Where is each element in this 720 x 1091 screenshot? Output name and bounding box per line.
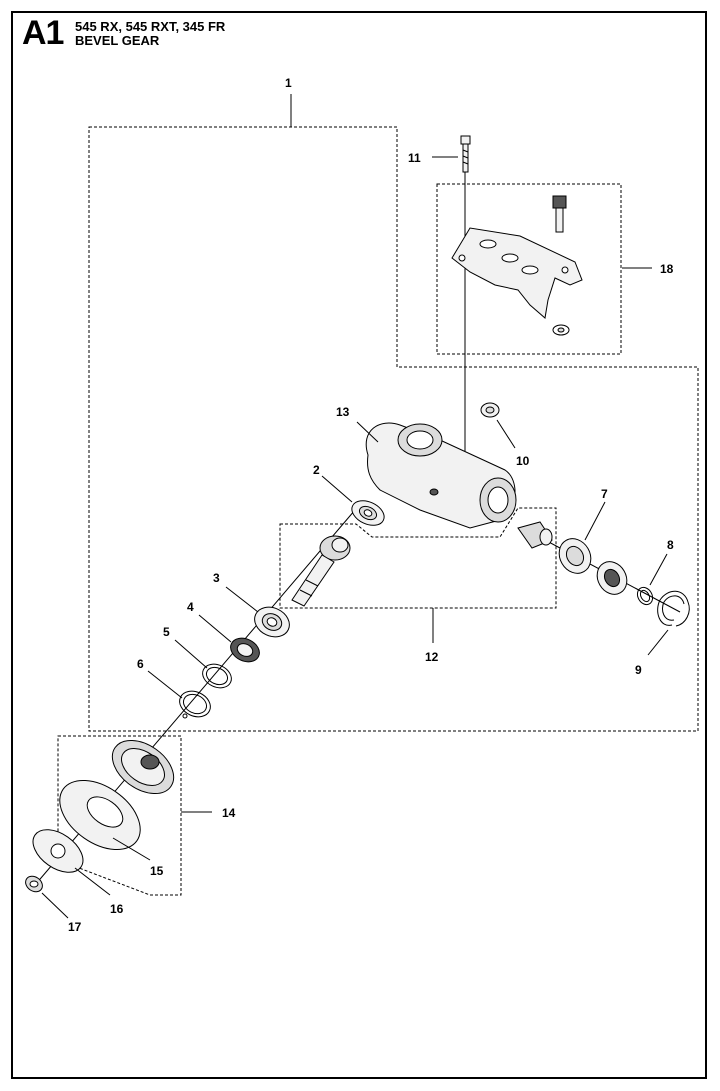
- callout-13: 13: [336, 405, 350, 419]
- part-4-seal: [230, 637, 260, 663]
- part-15-disc: [59, 779, 141, 851]
- part-3-bearing: [254, 606, 290, 638]
- part-10-plug: [480, 402, 500, 418]
- callout-3: 3: [213, 571, 220, 585]
- part-7b-bearing: [596, 561, 628, 595]
- callout-5: 5: [163, 625, 170, 639]
- part-18-bracket: [451, 195, 583, 336]
- part-14-flange: [111, 739, 175, 795]
- group-18-boundary: [436, 183, 622, 355]
- callout-16: 16: [110, 902, 124, 916]
- part-9-circlip: [657, 590, 690, 627]
- part-17-nut: [25, 875, 43, 893]
- part-2-bearing: [351, 500, 385, 526]
- callout-12: 12: [425, 650, 439, 664]
- part-12-gear-shaft: [291, 521, 553, 607]
- callout-14: 14: [222, 806, 236, 820]
- callout-6: 6: [137, 657, 144, 671]
- leader-lines: [41, 94, 669, 919]
- part-16-washer: [32, 829, 84, 873]
- callout-18: 18: [660, 262, 674, 276]
- callout-2: 2: [313, 463, 320, 477]
- diagram-code: A1: [22, 14, 64, 52]
- callout-7: 7: [601, 487, 608, 501]
- page-border: [11, 11, 707, 1079]
- callout-11: 11: [408, 151, 421, 165]
- callout-15: 15: [150, 864, 164, 878]
- callout-8: 8: [667, 538, 674, 552]
- callout-17: 17: [68, 920, 82, 934]
- part-13-housing: [365, 422, 517, 529]
- group-1-boundary: [88, 126, 699, 732]
- diagram-title: BEVEL GEAR: [75, 33, 160, 48]
- part-7-bearing: [558, 538, 592, 574]
- group-12-boundary: [279, 507, 557, 609]
- model-list: 545 RX, 545 RXT, 345 FR: [75, 19, 226, 34]
- callout-10: 10: [516, 454, 530, 468]
- part-5-ring: [202, 663, 232, 689]
- callout-4: 4: [187, 600, 194, 614]
- part-8-ring: [636, 586, 654, 606]
- callout-9: 9: [635, 663, 642, 677]
- callout-1: 1: [285, 76, 292, 90]
- part-11-screw: [460, 135, 471, 173]
- part-6-snap-ring: [179, 690, 211, 719]
